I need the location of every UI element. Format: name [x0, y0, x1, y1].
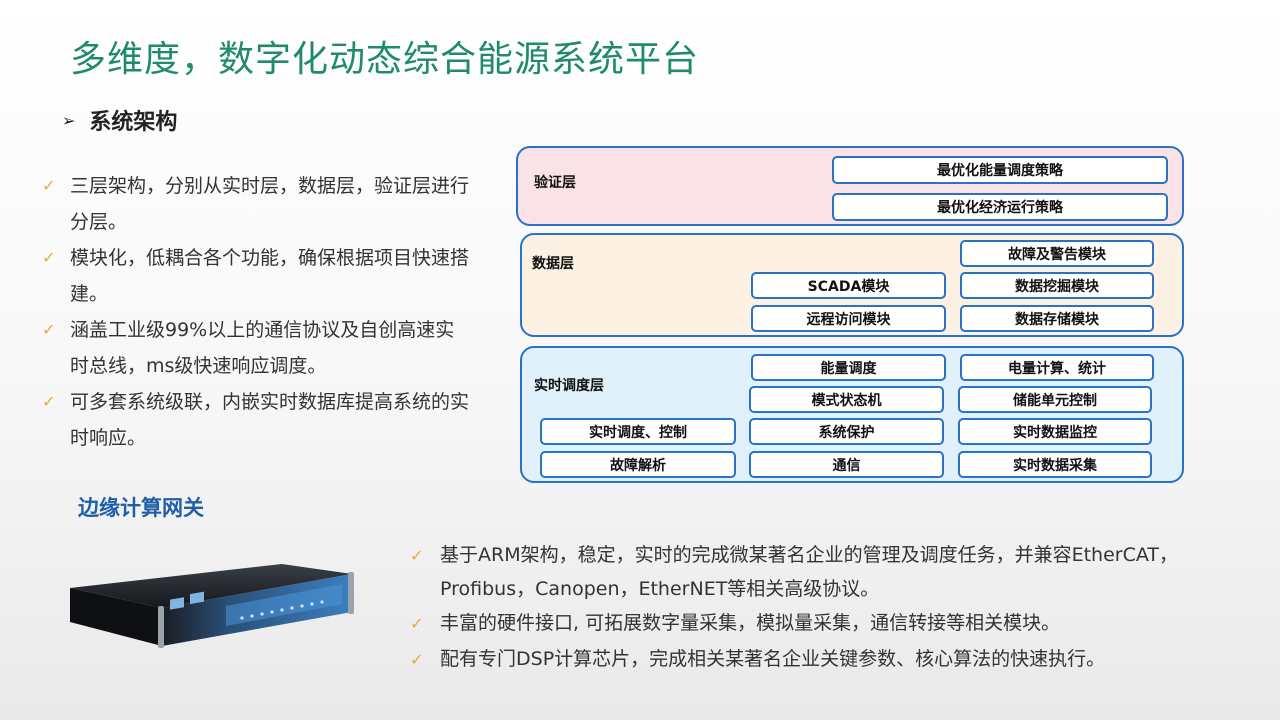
- check-icon: ✓: [42, 176, 56, 195]
- layer-label: 数据层: [532, 256, 574, 272]
- check-icon: ✓: [42, 392, 56, 411]
- arrow-right-icon: ➢: [62, 110, 76, 130]
- module-box: 实时数据监控: [958, 418, 1152, 445]
- list-item: ✓三层架构，分别从实时层，数据层，验证层进行分层。: [42, 168, 472, 240]
- list-item: ✓配有专门DSP计算芯片，完成相关某著名企业关键参数、核心算法的快速执行。: [410, 642, 1260, 678]
- module-box: 系统保护: [749, 418, 944, 445]
- check-icon: ✓: [410, 614, 424, 633]
- page-title: 多维度，数字化动态综合能源系统平台: [70, 39, 700, 80]
- section-heading-label: 系统架构: [89, 110, 178, 135]
- list-item: ✓可多套系统级联，内嵌实时数据库提高系统的实时响应。: [42, 384, 472, 456]
- module-box: 储能单元控制: [958, 386, 1152, 413]
- check-icon: ✓: [42, 248, 56, 267]
- gateway-feature-list: ✓基于ARM架构，稳定，实时的完成微某著名企业的管理及调度任务，并兼容Ether…: [410, 538, 1260, 678]
- list-item: ✓涵盖工业级99%以上的通信协议及自创高速实时总线，ms级快速响应调度。: [42, 312, 472, 384]
- module-box: SCADA模块: [751, 272, 946, 299]
- module-box: 故障及警告模块: [960, 240, 1154, 267]
- module-box: 实时调度、控制: [540, 418, 736, 445]
- module-box: 远程访问模块: [751, 305, 946, 332]
- layer-label: 实时调度层: [534, 378, 604, 394]
- feature-list: ✓三层架构，分别从实时层，数据层，验证层进行分层。 ✓模块化，低耦合各个功能，确…: [42, 168, 472, 456]
- check-icon: ✓: [410, 650, 424, 669]
- verify-layer: 验证层 最优化能量调度策略 最优化经济运行策略: [516, 146, 1184, 226]
- gateway-title: 边缘计算网关: [78, 496, 204, 520]
- gateway-device-image: [70, 564, 354, 648]
- list-item: ✓基于ARM架构，稳定，实时的完成微某著名企业的管理及调度任务，并兼容Ether…: [410, 538, 1260, 606]
- check-icon: ✓: [42, 320, 56, 339]
- data-layer: 数据层 故障及警告模块 SCADA模块 数据挖掘模块 远程访问模块 数据存储模块: [520, 233, 1184, 337]
- module-box: 电量计算、统计: [960, 354, 1154, 381]
- module-box: 数据挖掘模块: [960, 272, 1154, 299]
- list-item: ✓丰富的硬件接口, 可拓展数字量采集，模拟量采集，通信转接等相关模块。: [410, 606, 1260, 642]
- module-box: 能量调度: [751, 354, 946, 381]
- module-box: 数据存储模块: [960, 305, 1154, 332]
- module-box: 最优化能量调度策略: [832, 156, 1168, 184]
- realtime-layer: 实时调度层 能量调度 电量计算、统计 模式状态机 储能单元控制 实时调度、控制 …: [520, 346, 1184, 483]
- list-item: ✓模块化，低耦合各个功能，确保根据项目快速搭建。: [42, 240, 472, 312]
- module-box: 实时数据采集: [958, 451, 1152, 478]
- section-heading: ➢ 系统架构: [62, 104, 177, 136]
- module-box: 故障解析: [540, 451, 736, 478]
- layer-label: 验证层: [534, 175, 576, 191]
- module-box: 最优化经济运行策略: [832, 193, 1168, 221]
- module-box: 模式状态机: [749, 386, 944, 413]
- module-box: 通信: [749, 451, 944, 478]
- check-icon: ✓: [410, 546, 424, 565]
